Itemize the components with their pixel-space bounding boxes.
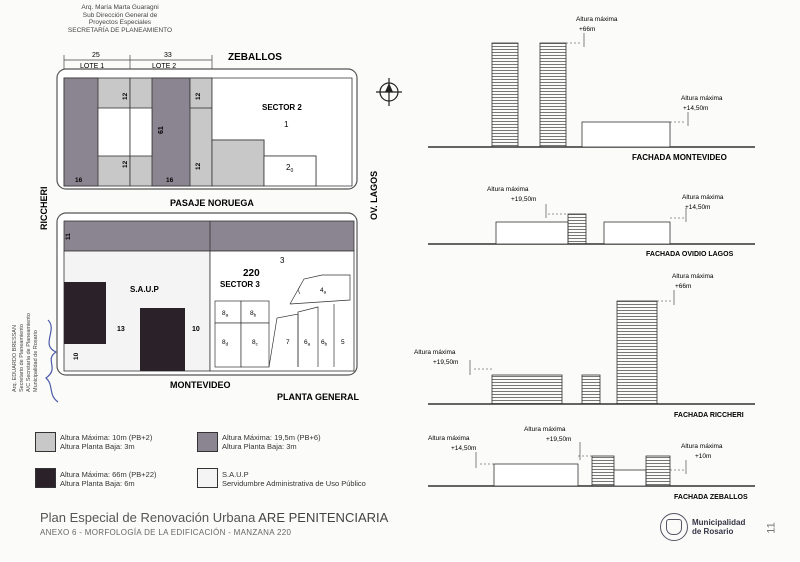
dim-13: 13	[117, 326, 125, 333]
dim-11: 11	[65, 233, 72, 240]
lote1-width: 25	[92, 52, 100, 59]
footer-subtitle: ANEXO 6 - MORFOLOGÍA DE LA EDIFICACIÓN -…	[40, 528, 292, 537]
sector2-parcel-2	[263, 155, 317, 187]
svg-text:Municipalidad de Rosario: Municipalidad de Rosario	[33, 330, 39, 392]
elevation-zeballos	[428, 442, 755, 487]
official-stamp: Arq. EDUARDO BRESSAN Secretario de Plane…	[12, 313, 39, 392]
header-line-3: Proyectos Especiales	[88, 19, 152, 26]
ze-value-3: +10m	[695, 453, 711, 460]
ze-caption: FACHADA ZEBALLOS	[674, 494, 748, 501]
ol-label-2: Altura máxima	[682, 194, 724, 201]
svg-text:A/C Secretaría de Planeamiento: A/C Secretaría de Planeamiento	[26, 313, 32, 392]
mv-value-2: +14,50m	[683, 105, 708, 112]
signature-header: Arq. María Marta Guaragni Sub Dirección …	[40, 4, 200, 34]
dim-12-a: 12	[122, 92, 129, 100]
sector2-light	[211, 139, 265, 187]
street-riccheri: RICCHERI	[39, 186, 49, 230]
ze-value-1: +14,50m	[451, 445, 476, 452]
lote1-patio	[97, 107, 131, 157]
ol-caption: FACHADA OVIDIO LAGOS	[646, 251, 734, 258]
sector2-title: SECTOR 2	[262, 103, 302, 112]
ri-value-1: +19,50m	[433, 359, 458, 366]
elevation-montevideo	[428, 33, 755, 148]
parcel-8d: 8d	[222, 339, 229, 347]
legend-item-light: Altura Máxima: 10m (PB+2)Altura Planta B…	[60, 433, 153, 451]
parcel-4a: 4a	[320, 287, 327, 295]
ri-value-2: +66m	[675, 283, 691, 290]
ri-caption: FACHADA RICCHERI	[674, 412, 744, 419]
dim-12-b: 12	[122, 160, 129, 168]
mv-label-1: Altura máxima	[576, 16, 618, 23]
header-line-4: SECRETARÍA DE PLANEAMIENTO	[67, 26, 173, 34]
mv-value-1: +66m	[579, 26, 595, 33]
ze-label-2: Altura máxima	[524, 426, 566, 433]
parcel-7: 7	[286, 339, 290, 346]
tower-riccheri	[64, 282, 106, 344]
dim-10-b: 10	[73, 352, 80, 360]
parcel-8a: 8a	[222, 310, 229, 318]
lote2-label: LOTE 2	[152, 63, 176, 70]
legend-swatch-mid	[197, 432, 218, 452]
lote1-label: LOTE 1	[80, 63, 104, 70]
legend-item-mid: Altura Máxima: 19,5m (PB+6)Altura Planta…	[222, 433, 321, 451]
sector2-parcel2-label: 20	[286, 163, 293, 174]
dim-61: 61	[158, 126, 165, 134]
plan-caption: PLANTA GENERAL	[277, 392, 360, 402]
sector3-parcel-3: 3	[280, 256, 285, 265]
parcel-5: 5	[341, 339, 345, 346]
legend-swatch-saup	[197, 468, 218, 488]
saup-label: S.A.U.P	[130, 285, 160, 294]
tower-montevideo	[140, 308, 185, 371]
header-line-1: Arq. María Marta Guaragni	[81, 4, 159, 11]
parcel-8b: 8b	[250, 310, 257, 318]
legend-swatch-dark	[35, 468, 56, 488]
parcel-6b: 6b	[321, 339, 328, 347]
south-mid-strip	[63, 220, 355, 252]
ze-label-1: Altura máxima	[428, 435, 470, 442]
dim-16-b: 16	[166, 177, 174, 184]
legend-swatch-light	[35, 432, 56, 452]
ol-value-2: +14,50m	[685, 204, 710, 211]
lote2-patio	[129, 107, 153, 157]
lote2-width: 33	[164, 52, 172, 59]
street-pasaje-noruega: PASAJE NORUEGA	[170, 198, 254, 208]
sector3-number: 220	[243, 268, 260, 279]
sector2-parcel1-label: 1	[284, 120, 289, 129]
elevation-riccheri	[428, 290, 755, 405]
parcel-8c: 8c	[252, 339, 259, 347]
footer-title: Plan Especial de Renovación Urbana ARE P…	[40, 510, 389, 525]
dim-12-c: 12	[195, 92, 202, 100]
street-montevideo: MONTEVIDEO	[170, 380, 231, 390]
ol-value-1: +19,50m	[511, 196, 536, 203]
elevation-ovidio-lagos	[428, 204, 755, 245]
legend-item-dark: Altura Máxima: 66m (PB+22)Altura Planta …	[60, 470, 157, 488]
north-arrow-icon	[376, 78, 402, 106]
svg-text:Arq. EDUARDO BRESSAN: Arq. EDUARDO BRESSAN	[12, 325, 18, 392]
page-number: 11	[765, 522, 778, 534]
street-zeballos: ZEBALLOS	[228, 52, 282, 63]
municipality-seal-icon	[660, 513, 688, 541]
svg-text:Secretario de Planeamiento: Secretario de Planeamiento	[19, 324, 25, 392]
mv-label-2: Altura máxima	[681, 95, 723, 102]
signature-scribble	[45, 319, 59, 403]
lote2-mid	[151, 77, 191, 187]
sector3-title: SECTOR 3	[220, 280, 260, 289]
dim-12-d: 12	[195, 162, 202, 170]
parcel-6a: 6a	[304, 339, 311, 347]
header-line-2: Sub Dirección General de	[82, 11, 158, 19]
ri-label-2: Altura máxima	[672, 273, 714, 280]
dim-10-a: 10	[192, 326, 200, 333]
street-ov-lagos: OV. LAGOS	[369, 171, 379, 220]
ze-label-3: Altura máxima	[681, 443, 723, 450]
ze-value-2: +19,50m	[546, 436, 571, 443]
mv-caption: FACHADA MONTEVIDEO	[632, 153, 727, 162]
ri-label-1: Altura máxima	[414, 349, 456, 356]
dim-16-a: 16	[75, 177, 83, 184]
lote1-mid	[63, 77, 99, 187]
ol-label-1: Altura máxima	[487, 186, 529, 193]
